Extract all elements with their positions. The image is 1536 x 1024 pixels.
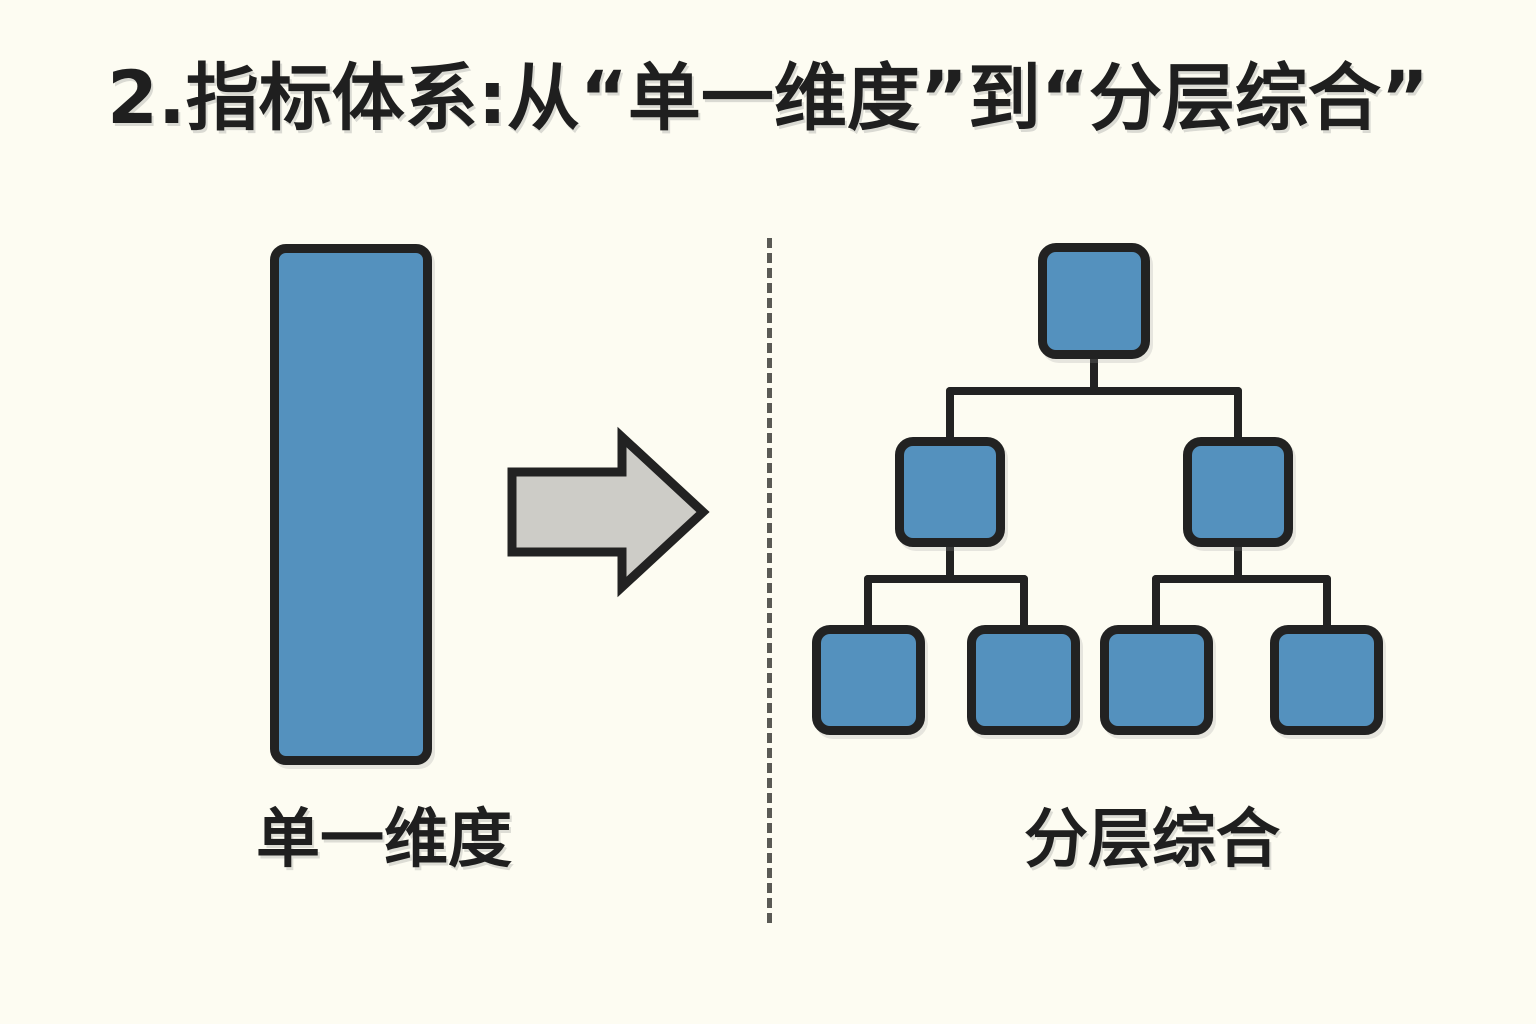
tree-node-l3-b — [967, 625, 1080, 735]
tree-node-root — [1038, 243, 1150, 359]
tree-node-l3-d — [1270, 625, 1383, 735]
hierarchical-tree — [780, 235, 1420, 755]
tree-node-l3-a — [812, 625, 925, 735]
panel-divider — [767, 238, 772, 923]
page-title: 2.指标体系:从“单一维度”到“分层综合” — [107, 56, 1429, 141]
transition-arrow-icon — [507, 426, 710, 598]
tree-node-l2-b — [1183, 437, 1293, 547]
right-panel-caption: 分层综合 — [1024, 803, 1280, 877]
tree-connector-lines — [864, 355, 1331, 629]
tree-node-l3-c — [1100, 625, 1213, 735]
tree-node-l2-a — [895, 437, 1005, 547]
single-dimension-bar — [270, 244, 432, 765]
left-panel-caption: 单一维度 — [256, 803, 512, 877]
